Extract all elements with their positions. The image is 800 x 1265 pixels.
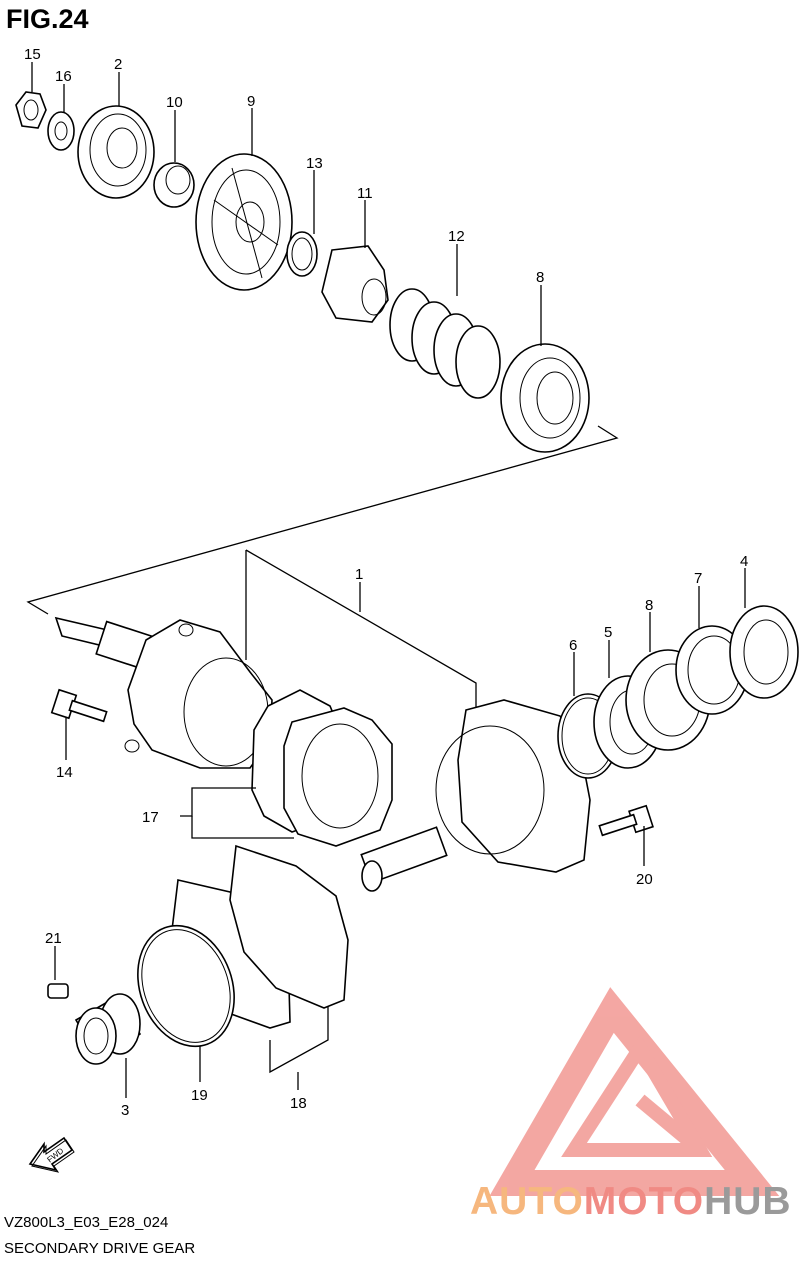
callout-20: 20 — [636, 871, 653, 888]
callout-11: 11 — [357, 185, 373, 202]
watermark-word-moto: MOTO — [583, 1180, 705, 1223]
part-17-gaskets — [251, 689, 393, 847]
watermark-word-auto: AUTO — [470, 1180, 584, 1223]
part-11-cam — [321, 245, 389, 323]
callout-18: 18 — [290, 1095, 307, 1112]
part-20-bolt — [598, 804, 654, 837]
part-9-gear — [195, 153, 293, 291]
part-3-needle-bearing — [74, 993, 142, 1065]
callout-2: 2 — [114, 56, 122, 73]
callout-3: 3 — [121, 1102, 129, 1119]
callout-12: 12 — [448, 228, 465, 245]
part-14-bolt — [50, 688, 108, 723]
callout-10: 10 — [166, 94, 183, 111]
figure-title: FIG.24 — [6, 4, 89, 34]
callout-15: 15 — [24, 46, 41, 63]
callout-17: 17 — [142, 809, 159, 826]
callout-19: 19 — [191, 1087, 208, 1104]
part-12-spring — [389, 288, 501, 399]
watermark-logo-icon — [489, 987, 780, 1196]
callout-9: 9 — [247, 93, 255, 110]
callout-labels: 15 16 2 10 9 13 11 12 8 1 6 5 8 7 4 14 1… — [24, 46, 748, 1119]
part-8-bearing-upper — [500, 343, 590, 453]
callout-7: 7 — [694, 570, 702, 587]
callout-16: 16 — [55, 68, 72, 85]
part-2-bearing — [77, 105, 155, 199]
part-13-circlip — [286, 231, 318, 277]
callout-8-upper: 8 — [536, 269, 544, 286]
watermark-word-hub: HUB — [704, 1180, 792, 1223]
figure-caption: SECONDARY DRIVE GEAR — [4, 1240, 196, 1257]
part-21-dowel-pin — [47, 983, 69, 999]
part-15-nut — [15, 91, 47, 129]
watermark-wordmark: AUTOMOTOHUB — [470, 1180, 792, 1224]
part-19-o-ring — [137, 924, 235, 1048]
callout-21: 21 — [45, 930, 62, 947]
part-16-washer — [47, 111, 75, 151]
part-4-ring-nut — [729, 605, 799, 699]
callout-8-lower: 8 — [645, 597, 653, 614]
figure-code: VZ800L3_E03_E28_024 — [4, 1214, 169, 1231]
callout-4: 4 — [740, 553, 748, 570]
callout-6: 6 — [569, 637, 577, 654]
callout-13: 13 — [306, 155, 323, 172]
callout-5: 5 — [604, 624, 612, 641]
callout-1: 1 — [355, 566, 363, 583]
assembly-reference-lines — [26, 425, 619, 710]
fwd-arrow-icon: FWD — [28, 1136, 75, 1173]
callout-14: 14 — [56, 764, 73, 781]
part-1-gear-housing — [360, 699, 591, 892]
part-10-spacer — [153, 162, 195, 208]
leader-lines — [31, 62, 746, 1098]
part-1-drive-shaft — [54, 616, 273, 769]
